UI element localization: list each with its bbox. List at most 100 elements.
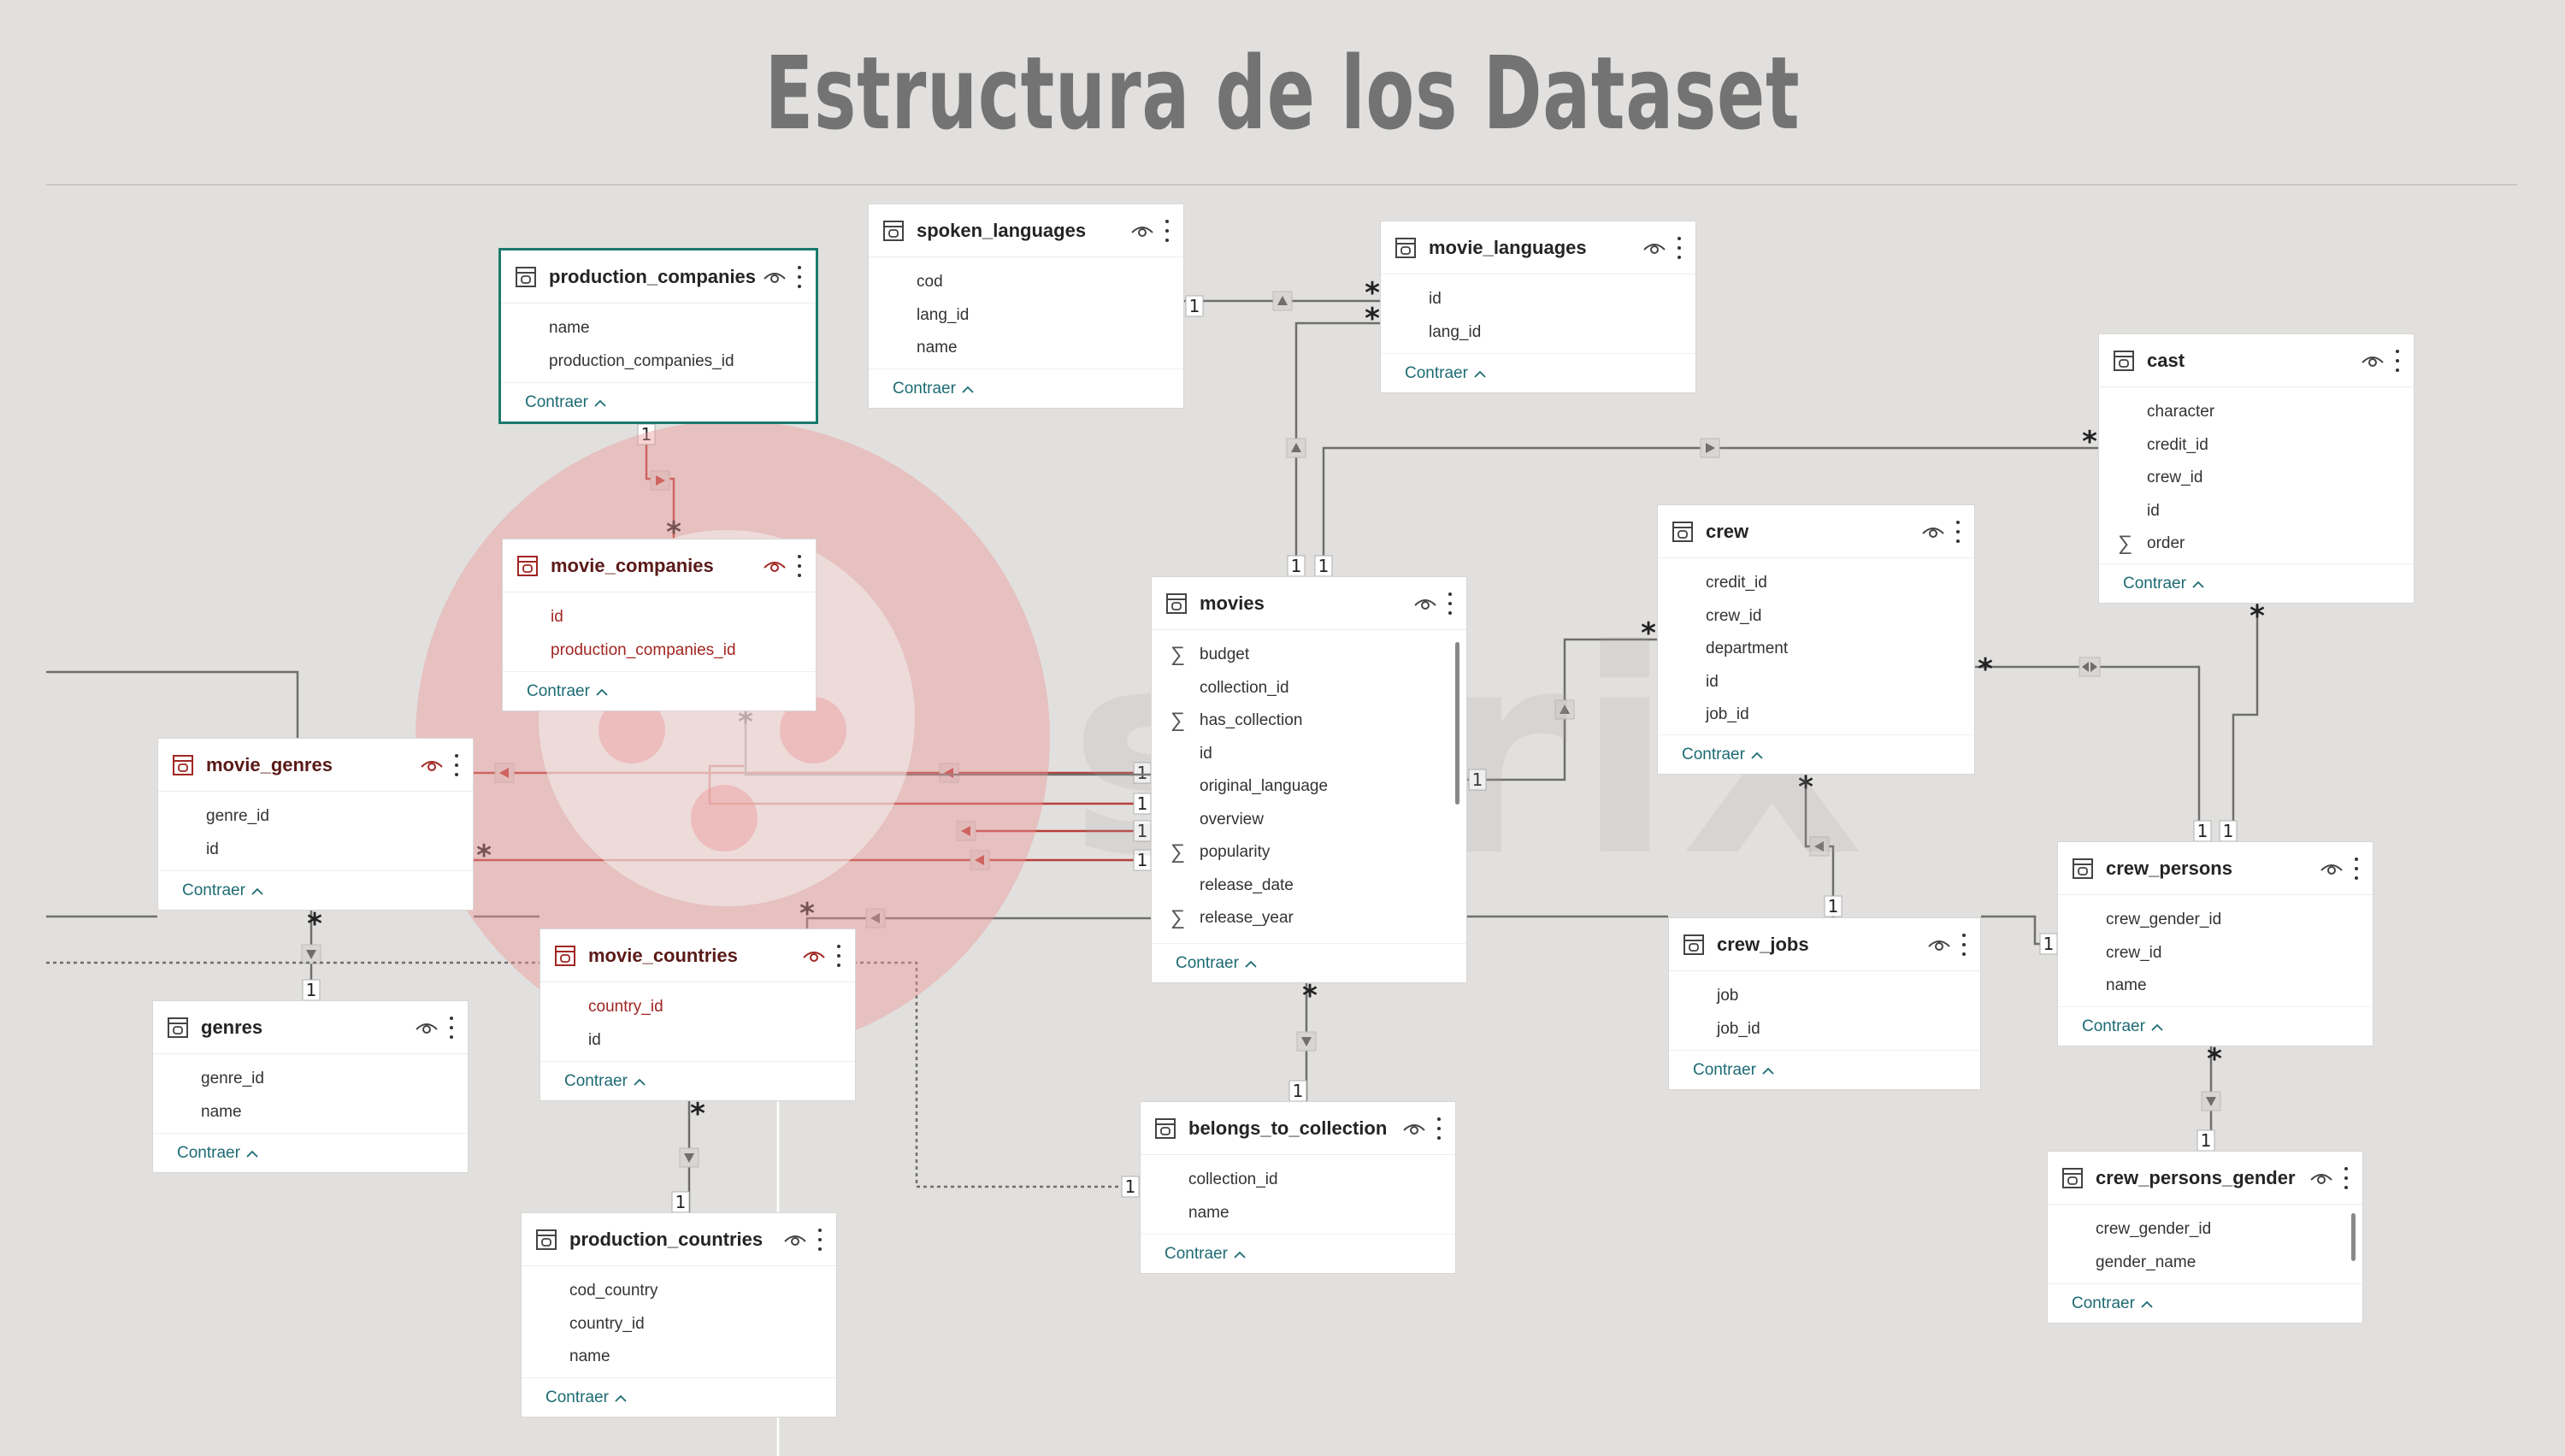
more-options-icon[interactable] bbox=[795, 265, 804, 288]
table-header[interactable]: spoken_languages bbox=[869, 204, 1183, 257]
field-row[interactable]: crew_id bbox=[1658, 600, 1974, 634]
visibility-eye-icon[interactable] bbox=[1927, 936, 1951, 953]
visibility-eye-icon[interactable] bbox=[763, 268, 787, 286]
more-options-icon[interactable] bbox=[1435, 1117, 1443, 1140]
field-row[interactable]: country_id bbox=[522, 1308, 836, 1341]
visibility-eye-icon[interactable] bbox=[1130, 222, 1154, 239]
collapse-link[interactable]: Contraer bbox=[540, 1061, 855, 1101]
collapse-link[interactable]: Contraer bbox=[503, 671, 816, 711]
field-row[interactable]: name bbox=[522, 1341, 836, 1374]
visibility-eye-icon[interactable] bbox=[2309, 1170, 2333, 1187]
collapse-link[interactable]: Contraer bbox=[522, 1377, 836, 1418]
field-scrollbar[interactable] bbox=[1455, 642, 1459, 805]
table-header[interactable]: crew_persons bbox=[2058, 842, 2373, 895]
field-row[interactable]: id bbox=[1152, 738, 1466, 771]
field-row[interactable]: id bbox=[1658, 666, 1974, 699]
field-scrollbar[interactable] bbox=[2351, 1213, 2356, 1261]
field-row[interactable]: id bbox=[503, 601, 816, 634]
table-header[interactable]: crew_jobs bbox=[1669, 918, 1980, 971]
field-row[interactable]: crew_id bbox=[2058, 937, 2373, 970]
field-row[interactable]: id bbox=[2099, 495, 2414, 528]
more-options-icon[interactable] bbox=[1675, 236, 1683, 259]
table-header[interactable]: crew_persons_gender bbox=[2048, 1152, 2362, 1205]
field-row[interactable]: original_language bbox=[1152, 770, 1466, 804]
collapse-link[interactable]: Contraer bbox=[2058, 1006, 2373, 1046]
field-row[interactable]: genre_id bbox=[158, 800, 473, 834]
field-row[interactable]: department bbox=[1658, 633, 1974, 666]
field-row[interactable]: ∑budget bbox=[1152, 639, 1466, 672]
field-row[interactable]: collection_id bbox=[1141, 1164, 1455, 1197]
collapse-link[interactable]: Contraer bbox=[2048, 1283, 2362, 1323]
more-options-icon[interactable] bbox=[1954, 520, 1962, 543]
field-row[interactable]: id bbox=[158, 834, 473, 867]
collapse-link[interactable]: Contraer bbox=[2099, 563, 2414, 604]
field-row[interactable]: genre_id bbox=[153, 1063, 468, 1096]
visibility-eye-icon[interactable] bbox=[1642, 239, 1666, 256]
visibility-eye-icon[interactable] bbox=[783, 1231, 807, 1248]
table-header[interactable]: movies bbox=[1152, 577, 1466, 630]
more-options-icon[interactable] bbox=[816, 1228, 824, 1251]
more-options-icon[interactable] bbox=[834, 944, 843, 967]
table-header[interactable]: crew bbox=[1658, 505, 1974, 558]
table-header[interactable]: movie_genres bbox=[158, 739, 473, 792]
visibility-eye-icon[interactable] bbox=[2320, 860, 2344, 877]
collapse-link[interactable]: Contraer bbox=[153, 1133, 468, 1173]
visibility-eye-icon[interactable] bbox=[1921, 523, 1945, 540]
field-row[interactable]: job_id bbox=[1669, 1013, 1980, 1046]
field-row[interactable]: gender_name bbox=[2048, 1247, 2362, 1280]
collapse-link[interactable]: Contraer bbox=[1658, 734, 1974, 775]
field-row[interactable]: name bbox=[2058, 970, 2373, 1003]
field-row[interactable]: name bbox=[1141, 1197, 1455, 1230]
field-row[interactable]: name bbox=[869, 332, 1183, 365]
visibility-eye-icon[interactable] bbox=[763, 557, 787, 575]
table-header[interactable]: movie_languages bbox=[1381, 221, 1695, 274]
table-header[interactable]: movie_countries bbox=[540, 929, 855, 982]
more-options-icon[interactable] bbox=[2352, 857, 2361, 880]
more-options-icon[interactable] bbox=[1163, 219, 1171, 242]
field-row[interactable]: job bbox=[1669, 980, 1980, 1013]
field-row[interactable]: ∑release_year bbox=[1152, 902, 1466, 935]
field-row[interactable]: character bbox=[2099, 396, 2414, 429]
visibility-eye-icon[interactable] bbox=[802, 947, 826, 964]
field-row[interactable]: credit_id bbox=[2099, 429, 2414, 463]
field-row[interactable]: production_companies_id bbox=[503, 634, 816, 668]
field-row[interactable]: id bbox=[1381, 283, 1695, 316]
visibility-eye-icon[interactable] bbox=[1402, 1120, 1426, 1137]
more-options-icon[interactable] bbox=[795, 554, 804, 577]
visibility-eye-icon[interactable] bbox=[415, 1019, 439, 1036]
table-header[interactable]: movie_companies bbox=[503, 539, 816, 592]
field-row[interactable]: ∑order bbox=[2099, 528, 2414, 561]
field-row[interactable]: credit_id bbox=[1658, 567, 1974, 600]
field-row[interactable]: cod_country bbox=[522, 1275, 836, 1308]
field-row[interactable]: crew_gender_id bbox=[2058, 904, 2373, 937]
field-row[interactable]: crew_id bbox=[2099, 462, 2414, 495]
field-row[interactable]: name bbox=[501, 312, 816, 345]
collapse-link[interactable]: Contraer bbox=[501, 382, 816, 422]
field-row[interactable]: ∑popularity bbox=[1152, 836, 1466, 869]
more-options-icon[interactable] bbox=[447, 1016, 456, 1039]
more-options-icon[interactable] bbox=[2393, 349, 2402, 372]
field-row[interactable]: collection_id bbox=[1152, 672, 1466, 705]
table-header[interactable]: cast bbox=[2099, 334, 2414, 387]
field-row[interactable]: lang_id bbox=[869, 299, 1183, 333]
field-row[interactable]: id bbox=[540, 1024, 855, 1058]
more-options-icon[interactable] bbox=[2342, 1166, 2350, 1189]
collapse-link[interactable]: Contraer bbox=[1669, 1050, 1980, 1090]
visibility-eye-icon[interactable] bbox=[1413, 595, 1437, 612]
more-options-icon[interactable] bbox=[452, 753, 461, 776]
visibility-eye-icon[interactable] bbox=[2361, 352, 2385, 369]
more-options-icon[interactable] bbox=[1446, 592, 1454, 615]
collapse-link[interactable]: Contraer bbox=[158, 870, 473, 911]
